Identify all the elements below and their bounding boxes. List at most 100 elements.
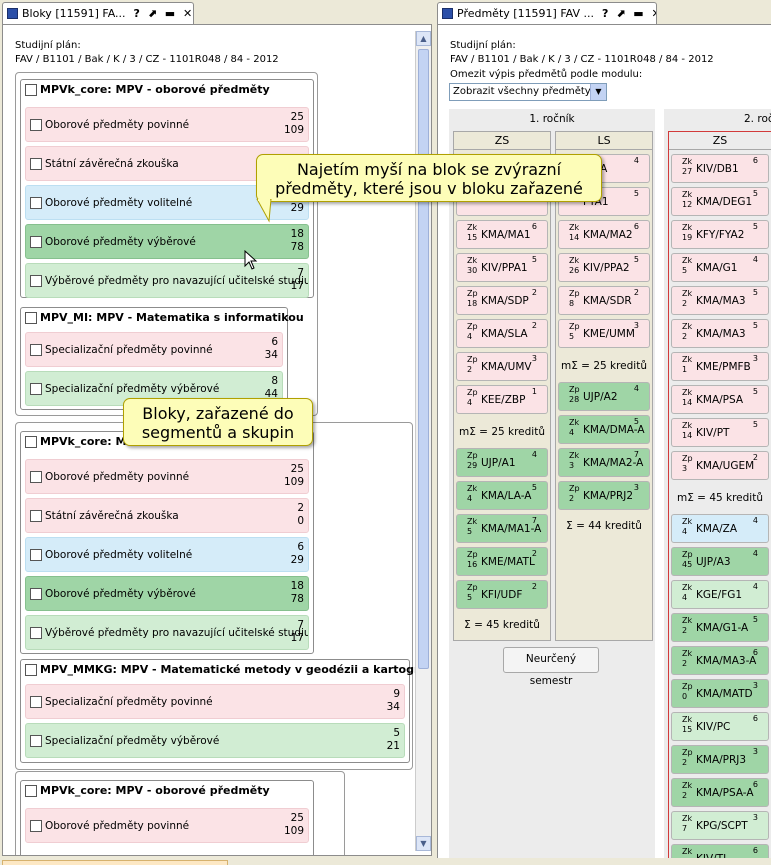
course-credits: 6 (752, 714, 758, 723)
course-credits: 6 (752, 156, 758, 165)
course-count: 29 (467, 461, 478, 470)
row-checkbox[interactable] (30, 382, 42, 395)
vertical-scrollbar[interactable]: ▲ ▼ (415, 31, 431, 851)
block-checkbox[interactable] (25, 83, 37, 96)
callout-text: Najetím myší na blok se zvýrazní předmět… (275, 160, 583, 198)
block-checkbox[interactable] (25, 663, 37, 676)
scroll-up-icon[interactable]: ▲ (416, 31, 431, 46)
row-checkbox[interactable] (30, 587, 42, 600)
row-count: 18 (290, 580, 304, 592)
row-checkbox[interactable] (30, 548, 42, 561)
plan-value: FAV / B1101 / Bak / K / 3 / CZ - 1101R04… (15, 54, 279, 65)
block-checkbox[interactable] (25, 784, 37, 797)
row-checkbox[interactable] (30, 626, 42, 639)
row-checkbox[interactable] (30, 196, 42, 209)
row-checkbox[interactable] (30, 509, 42, 522)
row-checkbox[interactable] (30, 819, 42, 832)
block-row[interactable]: Výběrové předměty pro navazující učitels… (25, 615, 309, 650)
row-checkbox[interactable] (30, 235, 42, 248)
row-checkbox[interactable] (30, 274, 42, 287)
semester-credit-sum: Σ = 44 kreditů (566, 520, 642, 532)
tab-controls[interactable]: ? ⬈ ▬ ✕ (133, 7, 194, 20)
course-credits: 3 (752, 681, 758, 690)
row-checkbox[interactable] (30, 157, 42, 170)
block-row[interactable]: Výběrové předměty pro navazující učitels… (25, 263, 309, 298)
block[interactable]: MPVk_core: MPV - oborové předměty Oborov… (20, 79, 314, 298)
row-label: Výběrové předměty pro navazující učitels… (45, 274, 309, 287)
course-code: KME/UMM (583, 328, 635, 340)
module-credit-sum: mΣ = 25 kreditů (560, 360, 647, 372)
scroll-thumb[interactable] (418, 49, 429, 669)
row-checkbox[interactable] (30, 470, 42, 483)
row-checkbox[interactable] (30, 343, 42, 356)
tab-predmety[interactable]: Předměty [11591] FAV ... ? ⬈ ▬ ✕ (437, 2, 657, 24)
row-checkbox[interactable] (30, 734, 42, 747)
row-checkbox[interactable] (30, 695, 42, 708)
undetermined-semester-button[interactable]: Neurčený semestr (503, 647, 599, 687)
module-filter-select[interactable]: Zobrazit všechny předměty ▼ (449, 83, 607, 101)
row-checkbox[interactable] (30, 118, 42, 131)
block-checkbox[interactable] (25, 311, 37, 324)
course-credits: 2 (752, 453, 758, 462)
tab-bloky[interactable]: Bloky [11591] FA... ? ⬈ ▬ ✕ (2, 2, 194, 24)
chevron-down-icon[interactable]: ▼ (590, 84, 606, 100)
block[interactable]: MPVk_core: MPV - oborové předměty Oborov… (20, 780, 314, 855)
block[interactable]: MPV_MMKG: MPV - Matematické metody v geo… (20, 659, 431, 763)
scroll-down-icon[interactable]: ▼ (416, 836, 431, 851)
row-label: Specializační předměty povinné (45, 343, 213, 356)
block[interactable]: MPV_MI: MPV - Matematika s informatikou … (20, 307, 304, 410)
tab-controls[interactable]: ? ⬈ ▬ ✕ (602, 7, 657, 20)
block-checkbox[interactable] (25, 435, 37, 448)
